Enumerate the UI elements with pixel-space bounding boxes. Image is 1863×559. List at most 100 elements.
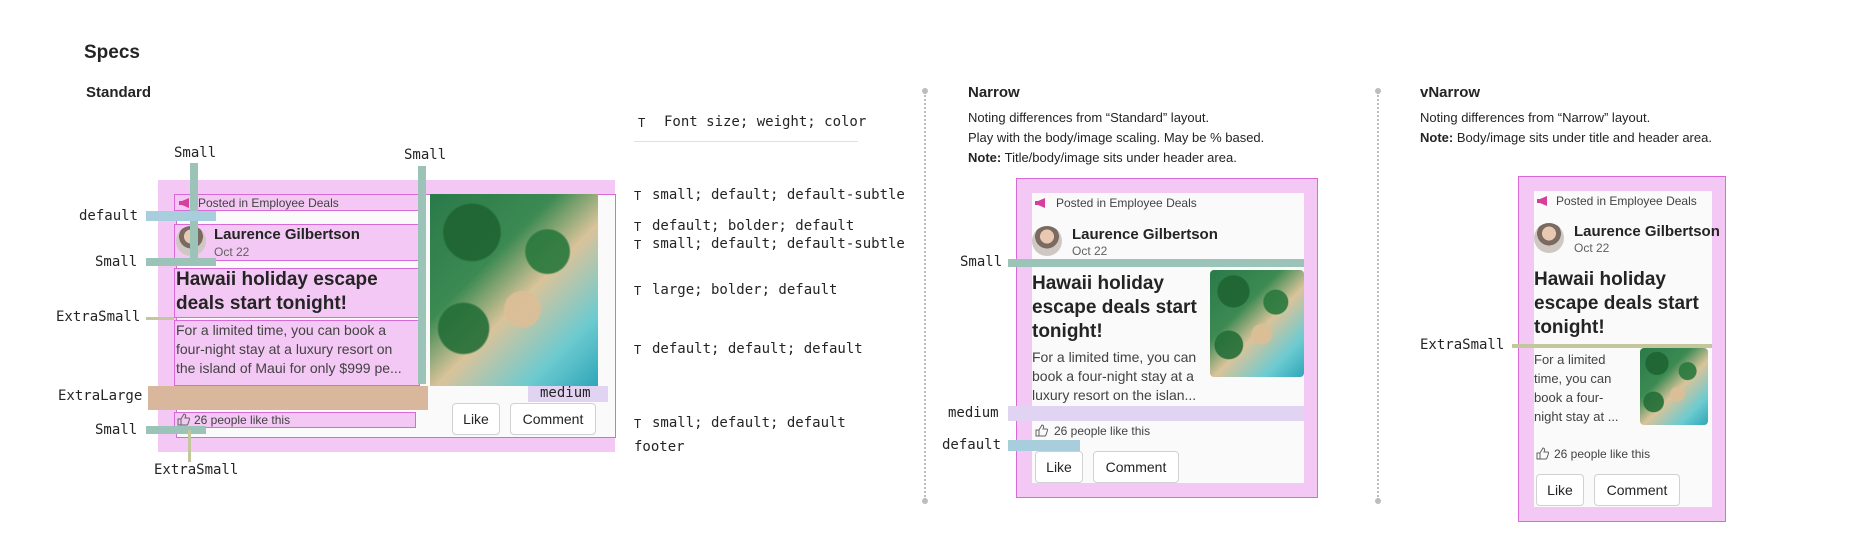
- legend-row-5: default; default; default: [652, 341, 863, 357]
- label-small: Small: [960, 254, 1003, 270]
- label-extrasmall-mid: ExtraSmall: [56, 309, 141, 325]
- post-body: For a limited time, you can book a four-…: [1534, 352, 1619, 424]
- legend-row-3: small; default; default-subtle: [652, 236, 905, 252]
- post-title: Hawaii holiday escape deals start tonigh…: [1032, 273, 1197, 342]
- post-date: Oct 22: [214, 245, 250, 259]
- note-bold: Note:: [968, 150, 1002, 165]
- vnarrow-note-2: Note: Body/image sits under title and he…: [1420, 128, 1712, 148]
- narrow-note-2: Play with the body/image scaling. May be…: [968, 130, 1265, 145]
- label-default: default: [942, 437, 1002, 453]
- spacing-extrasmall-vertical: [188, 430, 191, 462]
- narrow-heading: Narrow: [968, 84, 1020, 101]
- like-button[interactable]: Like: [1035, 451, 1083, 483]
- comment-button[interactable]: Comment: [510, 403, 596, 435]
- label-extrasmall: ExtraSmall: [1420, 337, 1505, 353]
- thumbs-up-icon: [1035, 424, 1048, 437]
- like-button[interactable]: Like: [452, 403, 500, 435]
- spacing-medium-bar: [528, 386, 608, 402]
- label-small-mid: Small: [95, 254, 138, 270]
- note-bold: Note:: [1420, 130, 1454, 145]
- legend-t-3: T: [634, 238, 642, 252]
- note-text: Body/image sits under title and header a…: [1456, 130, 1712, 145]
- spacing-medium-bar: [1008, 406, 1304, 421]
- avatar: [1534, 223, 1564, 253]
- divider-narrow: [924, 92, 926, 500]
- post-title: Hawaii holiday escape deals start tonigh…: [1534, 269, 1699, 338]
- likes-count: 26 people like this: [194, 413, 291, 427]
- vnarrow-heading: vNarrow: [1420, 84, 1481, 101]
- divider-dot: [1375, 88, 1381, 94]
- post-title: Hawaii holiday escape deals start tonigh…: [176, 269, 378, 314]
- posted-in-label: Posted in Employee Deals: [1056, 196, 1197, 210]
- posted-in-label: Posted in Employee Deals: [1556, 194, 1697, 208]
- author-name: Laurence Gilbertson: [1574, 223, 1720, 240]
- author-name: Laurence Gilbertson: [1072, 226, 1218, 243]
- label-small-top-right: Small: [404, 147, 447, 163]
- standard-body-box: [174, 320, 420, 386]
- legend-t-1: T: [634, 189, 642, 203]
- legend-header: Font size; weight; color: [664, 114, 867, 130]
- spacing-default-bar: [1008, 440, 1080, 451]
- divider-dot: [922, 88, 928, 94]
- author-name: Laurence Gilbertson: [214, 226, 360, 243]
- legend-t-6: T: [634, 417, 642, 431]
- standard-heading: Standard: [86, 84, 152, 101]
- spacing-small-bar: [1008, 259, 1304, 267]
- legend-t-5: T: [634, 343, 642, 357]
- spacing-small-bar: [146, 258, 216, 266]
- thumbs-up-icon: [177, 413, 190, 426]
- like-button[interactable]: Like: [1536, 474, 1584, 506]
- post-image: [1210, 270, 1304, 377]
- post-image: [1640, 348, 1708, 425]
- spacing-small-bottom-bar: [146, 426, 206, 434]
- label-medium: medium: [540, 385, 591, 401]
- spacing-small-vertical-left: [190, 163, 198, 258]
- label-default: default: [79, 208, 139, 224]
- label-small-bottom: Small: [95, 422, 138, 438]
- standard-author-row: [174, 224, 420, 261]
- post-body: For a limited time, you can book a four-…: [1032, 349, 1197, 403]
- page-title: Specs: [84, 42, 140, 63]
- vnarrow-note-1: Noting differences from “Narrow” layout.: [1420, 110, 1651, 125]
- post-body: For a limited time, you can book a four-…: [176, 322, 402, 376]
- spacing-extrasmall-bar: [1512, 344, 1712, 348]
- narrow-note-1: Noting differences from “Standard” layou…: [968, 110, 1210, 125]
- divider-dot: [922, 498, 928, 504]
- spacing-small-vertical-right: [418, 166, 426, 384]
- likes-count: 26 people like this: [1054, 424, 1151, 438]
- legend-row-2: default; bolder; default: [652, 218, 855, 234]
- legend-row-6: small; default; default: [652, 415, 846, 431]
- legend-footer: footer: [634, 439, 685, 455]
- label-small-top-left: Small: [174, 145, 217, 161]
- label-extrasmall-bottom: ExtraSmall: [154, 462, 239, 478]
- legend-row-1: small; default; default-subtle: [652, 187, 905, 203]
- legend-header-t: T: [638, 116, 646, 130]
- megaphone-icon: [1537, 196, 1547, 206]
- post-date: Oct 22: [1574, 241, 1610, 255]
- comment-button[interactable]: Comment: [1093, 451, 1179, 483]
- spacing-extralarge-bar: [148, 386, 428, 410]
- label-extralarge: ExtraLarge: [58, 388, 143, 404]
- label-medium: medium: [948, 405, 999, 421]
- megaphone-icon: [1035, 198, 1045, 208]
- narrow-note-3: Note: Title/body/image sits under header…: [968, 148, 1237, 168]
- legend-divider: [634, 141, 858, 142]
- legend-t-4: T: [634, 284, 642, 298]
- comment-button[interactable]: Comment: [1594, 474, 1680, 506]
- avatar: [1032, 226, 1062, 256]
- likes-count: 26 people like this: [1554, 447, 1651, 461]
- legend-row-4: large; bolder; default: [652, 282, 838, 298]
- post-date: Oct 22: [1072, 244, 1108, 258]
- thumbs-up-icon: [1536, 447, 1549, 460]
- divider-dot: [1375, 498, 1381, 504]
- legend-t-2: T: [634, 220, 642, 234]
- megaphone-icon: [179, 198, 189, 208]
- post-image: [430, 194, 598, 386]
- posted-in-label: Posted in Employee Deals: [198, 196, 339, 210]
- divider-vnarrow: [1377, 92, 1379, 500]
- spacing-default-bar: [146, 211, 216, 221]
- spacing-extrasmall-bar: [146, 317, 174, 320]
- standard-likes-row: [174, 412, 416, 428]
- standard-title-box: [174, 268, 420, 318]
- note-text: Title/body/image sits under header area.: [1004, 150, 1237, 165]
